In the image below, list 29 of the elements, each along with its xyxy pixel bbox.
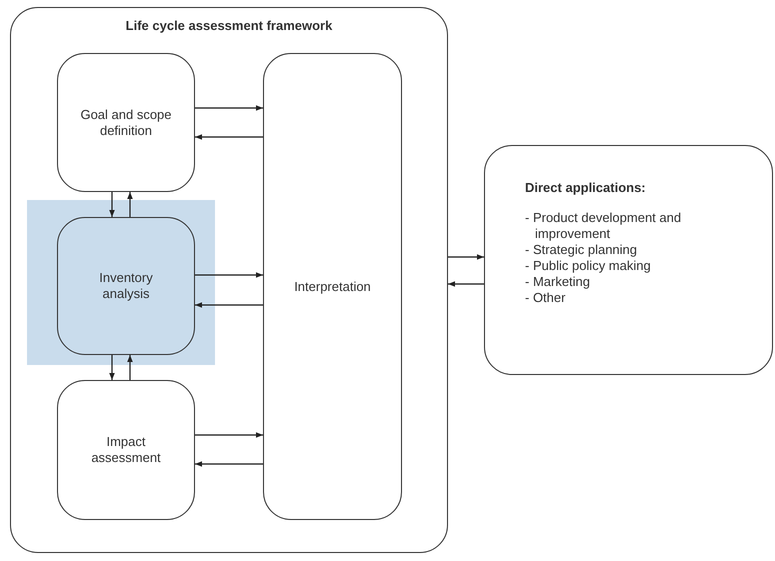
arrow bbox=[195, 432, 263, 438]
process-box bbox=[57, 217, 195, 355]
arrow bbox=[109, 192, 115, 217]
process-box bbox=[57, 380, 195, 520]
arrow bbox=[195, 272, 263, 278]
list-item: - Marketing bbox=[525, 274, 592, 290]
arrow bbox=[195, 302, 263, 308]
arrow bbox=[127, 192, 133, 217]
arrow bbox=[448, 281, 484, 287]
arrow bbox=[195, 461, 263, 467]
process-box bbox=[57, 53, 195, 192]
heading: Direct applications: bbox=[525, 180, 647, 196]
list-item: - Public policy making bbox=[525, 258, 652, 274]
arrow bbox=[127, 355, 133, 380]
list-item: - Strategic planning bbox=[525, 242, 638, 258]
box-label: Impact assessment bbox=[90, 434, 162, 466]
list-item: - Product development and improvement bbox=[525, 210, 682, 242]
box-label: Goal and scope definition bbox=[79, 106, 173, 138]
arrow bbox=[448, 254, 484, 260]
applications-box bbox=[484, 145, 773, 375]
arrow bbox=[195, 105, 263, 111]
arrow bbox=[195, 134, 263, 140]
framework-panel bbox=[10, 7, 448, 553]
box-label: Interpretation bbox=[294, 278, 371, 294]
arrow bbox=[109, 355, 115, 380]
box-label: Inventory analysis bbox=[98, 270, 154, 302]
process-box bbox=[263, 53, 402, 520]
list-item: - Other bbox=[525, 290, 566, 306]
title: Life cycle assessment framework bbox=[124, 18, 334, 34]
